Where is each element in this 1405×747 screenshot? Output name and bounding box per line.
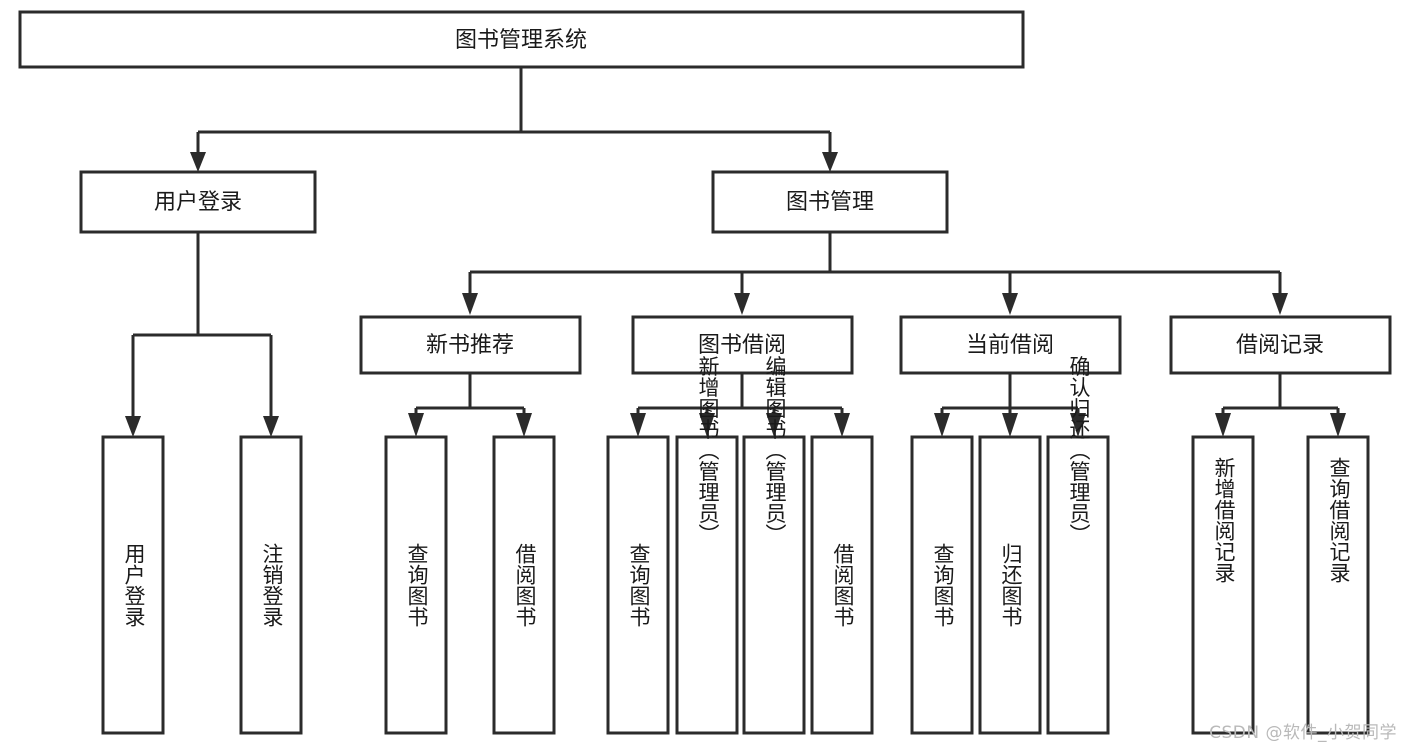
node-book-borrow[interactable]: 图书借阅 — [631, 315, 854, 375]
node-leaf-borrow-book-1[interactable]: 借阅图书 — [492, 435, 556, 735]
arrowhead-leaf-query-record — [1330, 413, 1346, 437]
node-leaf-borrow-book-1-box[interactable] — [492, 435, 556, 735]
node-book-borrow-box[interactable] — [631, 315, 854, 375]
arrowhead-leaf-query-book-3 — [934, 413, 950, 437]
node-leaf-confirm-return-box[interactable] — [1046, 435, 1110, 735]
arrowhead-leaf-borrow-book-2 — [834, 413, 850, 437]
arrowhead-leaf-borrow-book-1 — [516, 413, 532, 437]
node-current-borrow-label: 当前借阅 — [966, 333, 1054, 358]
node-leaf-add-record[interactable]: 新增借阅记录 — [1191, 435, 1255, 735]
arrowhead-current-borrow — [1002, 293, 1018, 315]
node-book-management-box[interactable] — [711, 170, 949, 234]
node-leaf-query-book-2-box[interactable] — [606, 435, 670, 735]
node-leaf-user-login-label: 用户登录 — [122, 543, 146, 627]
node-book-management-label: 图书管理 — [786, 190, 874, 215]
node-leaf-logout-box[interactable] — [239, 435, 303, 735]
arrowhead-leaf-query-book-2 — [630, 413, 646, 437]
node-user-login-box[interactable] — [79, 170, 317, 234]
node-leaf-confirm-return-label: 确认归还（管理员） — [1067, 356, 1091, 545]
node-new-book-recommend-box[interactable] — [359, 315, 582, 375]
connector-layer — [125, 67, 1346, 437]
node-leaf-query-record[interactable]: 查询借阅记录 — [1306, 435, 1370, 735]
node-leaf-logout-label: 注销登录 — [260, 543, 284, 627]
node-leaf-edit-book[interactable]: 编辑图书（管理员） — [742, 356, 806, 735]
node-leaf-query-record-label: 查询借阅记录 — [1327, 457, 1351, 583]
node-leaf-query-book-3[interactable]: 查询图书 — [910, 435, 974, 735]
node-new-book-recommend[interactable]: 新书推荐 — [359, 315, 582, 375]
node-current-borrow[interactable]: 当前借阅 — [899, 315, 1122, 375]
node-borrow-record-label: 借阅记录 — [1236, 333, 1324, 358]
node-leaf-borrow-book-2[interactable]: 借阅图书 — [810, 435, 874, 735]
node-current-borrow-box[interactable] — [899, 315, 1122, 375]
node-leaf-add-book-box[interactable] — [675, 435, 739, 735]
arrowhead-leaf-add-book — [699, 413, 715, 437]
arrowhead-leaf-query-book-1 — [408, 413, 424, 437]
arrowhead-new-book-recommend — [462, 293, 478, 315]
node-leaf-query-book-1-label: 查询图书 — [405, 543, 429, 627]
node-leaf-edit-book-box[interactable] — [742, 435, 806, 735]
node-leaf-return-book[interactable]: 归还图书 — [978, 435, 1042, 735]
node-leaf-query-record-box[interactable] — [1306, 435, 1370, 735]
node-user-login-label: 用户登录 — [154, 190, 242, 215]
node-book-management[interactable]: 图书管理 — [711, 170, 949, 234]
arrowhead-book-management — [822, 152, 838, 172]
node-leaf-query-book-1-box[interactable] — [384, 435, 448, 735]
node-borrow-record-box[interactable] — [1169, 315, 1392, 375]
node-leaf-user-login-box[interactable] — [101, 435, 165, 735]
node-root-box[interactable] — [18, 10, 1025, 69]
node-leaf-add-book[interactable]: 新增图书（管理员） — [675, 356, 739, 735]
arrowhead-leaf-add-record — [1215, 413, 1231, 437]
node-leaf-query-book-3-label: 查询图书 — [931, 543, 955, 627]
node-leaf-borrow-book-2-label: 借阅图书 — [831, 543, 855, 627]
arrowhead-book-borrow — [734, 293, 750, 315]
node-leaf-edit-book-label: 编辑图书（管理员） — [763, 356, 787, 545]
node-leaf-return-book-label: 归还图书 — [999, 543, 1023, 627]
arrowhead-user-login — [190, 152, 206, 172]
node-leaf-query-book-3-box[interactable] — [910, 435, 974, 735]
node-root-label: 图书管理系统 — [455, 28, 587, 53]
csdn-watermark: CSDN @软件_小贺同学 — [1209, 723, 1397, 743]
node-leaf-logout[interactable]: 注销登录 — [239, 435, 303, 735]
arrowhead-leaf-confirm-return — [1070, 413, 1086, 437]
arrowhead-leaf-return-book — [1002, 413, 1018, 437]
node-leaf-query-book-1[interactable]: 查询图书 — [384, 435, 448, 735]
node-leaf-add-record-box[interactable] — [1191, 435, 1255, 735]
node-leaf-borrow-book-1-label: 借阅图书 — [513, 543, 537, 627]
node-new-book-recommend-label: 新书推荐 — [426, 333, 514, 358]
arrowhead-leaf-user-login — [125, 416, 141, 437]
node-leaf-user-login[interactable]: 用户登录 — [101, 435, 165, 735]
node-leaf-query-book-2[interactable]: 查询图书 — [606, 435, 670, 735]
node-root[interactable]: 图书管理系统 — [18, 10, 1025, 69]
node-leaf-borrow-book-2-box[interactable] — [810, 435, 874, 735]
node-leaf-query-book-2-label: 查询图书 — [627, 543, 651, 627]
arrowhead-leaf-logout — [263, 416, 279, 437]
node-borrow-record[interactable]: 借阅记录 — [1169, 315, 1392, 375]
node-user-login[interactable]: 用户登录 — [79, 170, 317, 234]
arrowhead-leaf-edit-book — [766, 413, 782, 437]
node-book-borrow-label: 图书借阅 — [698, 333, 786, 358]
node-leaf-add-book-label: 新增图书（管理员） — [696, 356, 720, 545]
node-leaf-confirm-return[interactable]: 确认归还（管理员） — [1046, 356, 1110, 735]
node-leaf-add-record-label: 新增借阅记录 — [1212, 457, 1236, 583]
node-leaf-return-book-box[interactable] — [978, 435, 1042, 735]
arrowhead-borrow-record — [1272, 293, 1288, 315]
